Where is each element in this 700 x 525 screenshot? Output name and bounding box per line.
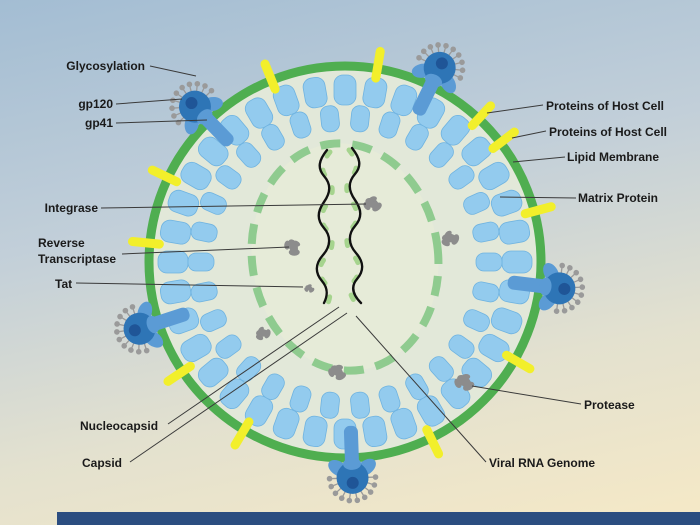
label-viral-rna-genome: Viral RNA Genome (489, 456, 595, 470)
matrix-protein-unit (289, 111, 312, 139)
leader-tat (75, 282, 304, 288)
matrix-protein-unit (472, 281, 500, 303)
label-protease: Protease (584, 398, 635, 412)
matrix-protein-unit (167, 189, 200, 217)
leader-glycosylation (149, 65, 197, 77)
matrix-protein-ring-inner (187, 105, 503, 419)
matrix-protein-unit (197, 136, 229, 167)
label-gp41: gp41 (85, 116, 113, 130)
leader-nucleocapsid (167, 306, 340, 425)
matrix-protein-unit (272, 84, 300, 117)
label-reverse: Reverse (38, 236, 85, 250)
matrix-protein-unit (463, 309, 490, 332)
viral-rna-strand (348, 146, 364, 305)
label-gp120: gp120 (78, 97, 113, 111)
matrix-protein-unit (390, 84, 418, 117)
matrix-protein-unit (350, 105, 370, 133)
label-transcriptase: Transcriptase (38, 252, 116, 266)
label-matrix-protein: Matrix Protein (578, 191, 658, 205)
matrix-protein-unit (219, 378, 250, 410)
matrix-protein-unit (390, 407, 418, 440)
label-nucleocapsid: Nucleocapsid (80, 419, 158, 433)
matrix-protein-unit (302, 415, 328, 448)
capsid-ring (247, 139, 443, 375)
matrix-protein-unit (448, 165, 475, 190)
label-host-proteins-top: Proteins of Host Cell (546, 99, 664, 113)
label-host-proteins-bottom: Proteins of Host Cell (549, 125, 667, 139)
matrix-protein-unit (159, 279, 192, 305)
matrix-protein-unit (157, 250, 189, 274)
label-capsid: Capsid (82, 456, 122, 470)
matrix-protein-unit (320, 391, 340, 419)
matrix-protein-unit (320, 105, 340, 133)
matrix-protein-unit (350, 391, 370, 419)
matrix-protein-unit (378, 385, 401, 413)
matrix-protein-unit (478, 161, 510, 191)
matrix-protein-unit (333, 74, 357, 106)
label-lipid-membrane: Lipid Membrane (567, 150, 659, 164)
matrix-protein-unit (440, 114, 471, 146)
leader-lipid-membrane (512, 156, 566, 163)
matrix-protein-unit (236, 142, 262, 168)
matrix-protein-unit (490, 307, 523, 335)
matrix-protein-unit (190, 221, 218, 243)
label-glycosylation: Glycosylation (66, 59, 145, 73)
matrix-protein-unit (405, 124, 429, 151)
leader-reverse-transcriptase (121, 246, 290, 255)
matrix-protein-unit (428, 356, 454, 382)
viral-rna-strand (315, 148, 331, 305)
leader-protease (471, 385, 582, 405)
matrix-protein-unit (475, 252, 503, 272)
matrix-protein-unit (190, 281, 218, 303)
rna-strands (315, 146, 364, 308)
matrix-protein-unit (200, 309, 227, 332)
matrix-protein-unit (461, 136, 493, 167)
label-integrase: Integrase (45, 201, 99, 215)
leader-host-proteins-top (486, 104, 544, 114)
matrix-protein-unit (289, 385, 312, 413)
matrix-protein-unit (215, 165, 242, 190)
matrix-protein-unit (302, 76, 328, 109)
matrix-protein-unit (378, 111, 401, 139)
matrix-protein-unit (261, 124, 285, 151)
leader-gp120 (115, 98, 183, 105)
matrix-protein-unit (463, 192, 490, 215)
matrix-protein-unit (428, 142, 454, 168)
matrix-protein-unit (272, 407, 300, 440)
matrix-protein-unit (187, 252, 215, 272)
matrix-protein-unit (159, 219, 192, 245)
matrix-protein-unit (180, 161, 212, 191)
matrix-protein-unit (498, 219, 531, 245)
matrix-protein-unit (472, 221, 500, 243)
leader-viral-rna-genome (355, 315, 487, 463)
leader-matrix-protein (499, 196, 577, 199)
leader-capsid (129, 312, 348, 463)
matrix-protein-unit (180, 333, 212, 363)
matrix-protein-unit (448, 334, 475, 359)
matrix-protein-unit (200, 192, 227, 215)
matrix-protein-unit (261, 373, 285, 400)
matrix-protein-unit (215, 334, 242, 359)
matrix-protein-unit (501, 250, 533, 274)
matrix-protein-unit (405, 373, 429, 400)
leader-host-proteins-bottom (511, 130, 547, 139)
leader-integrase (100, 203, 367, 209)
matrix-protein-unit (362, 415, 388, 448)
slide-footer-bar (57, 512, 700, 525)
leader-gp41 (115, 119, 208, 124)
matrix-protein-unit (197, 357, 229, 388)
label-tat: Tat (55, 277, 72, 291)
